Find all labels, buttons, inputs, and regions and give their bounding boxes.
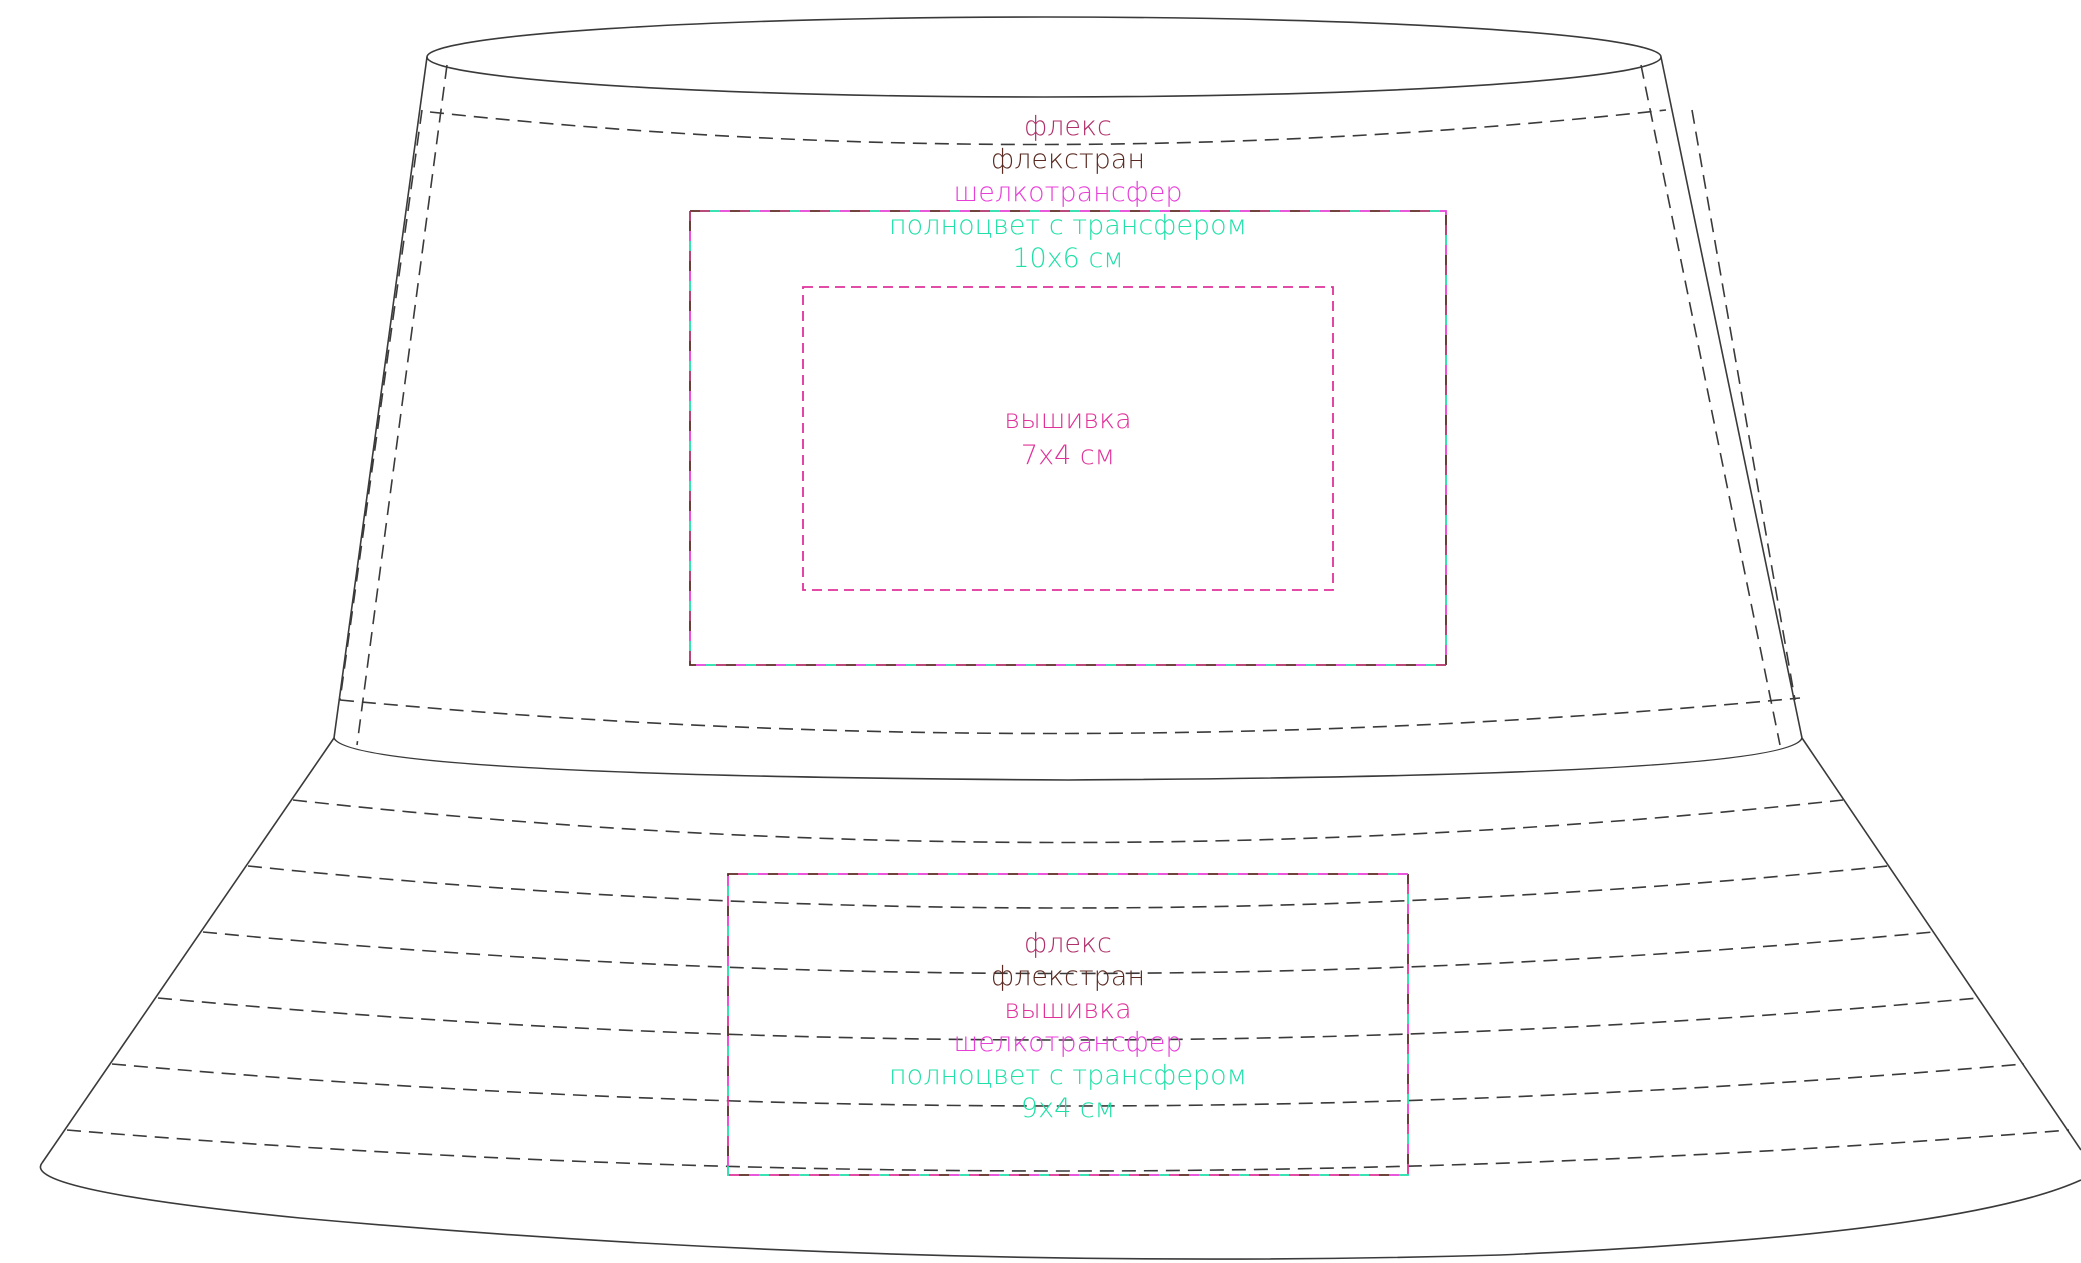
brim-stitch-2 [247, 865, 1889, 909]
crown-lower-stitch [339, 697, 1801, 735]
brim-right-edge [1801, 737, 2081, 1151]
crown-label-fullcolor-transfer: полноцвет с трансфером [889, 210, 1247, 241]
brim-stitch-5 [111, 1063, 2025, 1107]
brim-stitch-6 [66, 1129, 2070, 1172]
crown-bottom-seam [333, 737, 1803, 781]
crown-zone-border-silk [689, 210, 1447, 666]
brim-stitch-4 [157, 997, 1979, 1041]
crown-left-edge [333, 56, 428, 739]
crown-right-edge [1660, 56, 1803, 739]
crown-right-stitch-outer [1640, 64, 1781, 746]
brim-label-flextran: флекстран [991, 961, 1145, 992]
hat-outline [39, 16, 2081, 1260]
crown-right-stitch-inner [1691, 109, 1796, 701]
crown-print-zone-box [689, 210, 1447, 666]
brim-zone-border-silk [727, 873, 1409, 1176]
crown-label-flex: флекс [1024, 111, 1112, 142]
brim-zone-border-flextran [727, 873, 1409, 1176]
brim-bottom-edge [39, 1162, 2081, 1260]
crown-zone-border-flex [689, 210, 1447, 666]
brim-zone-border-flex [727, 873, 1409, 1176]
crown-left-stitch-inner [339, 109, 423, 701]
crown-embroidery-zone-box [802, 286, 1334, 591]
crown-label-silk-transfer: шелкотрансфер [954, 177, 1183, 208]
brim-label-flex: флекс [1024, 928, 1112, 959]
crown-labels: флекс флекстран шелкотрансфер полноцвет … [889, 111, 1247, 471]
brim-left-edge [41, 737, 335, 1164]
crown-label-size: 10х6 см [1012, 243, 1123, 274]
brim-labels: флекс флекстран вышивка шелкотрансфер по… [889, 928, 1247, 1124]
brim-stitch-3 [202, 931, 1934, 975]
crown-top-stitch [429, 109, 1667, 146]
crown-embroidery-size: 7х4 см [1021, 440, 1115, 471]
crown-left-stitch-outer [356, 64, 448, 746]
brim-label-embroidery: вышивка [1004, 994, 1131, 1025]
crown-label-flextran: флекстран [991, 144, 1145, 175]
crown-top-ellipse [426, 16, 1662, 98]
brim-label-silk-transfer: шелкотрансфер [954, 1027, 1183, 1058]
crown-embroidery-label: вышивка [1004, 404, 1131, 435]
stitch-lines [66, 64, 2070, 1172]
brim-stitch-1 [292, 799, 1844, 844]
brim-label-fullcolor-transfer: полноцвет с трансфером [889, 1060, 1247, 1091]
crown-zone-border-fullcolor [689, 210, 1447, 666]
brim-print-zone-box [727, 873, 1409, 1176]
brim-label-size: 9х4 см [1021, 1093, 1115, 1124]
